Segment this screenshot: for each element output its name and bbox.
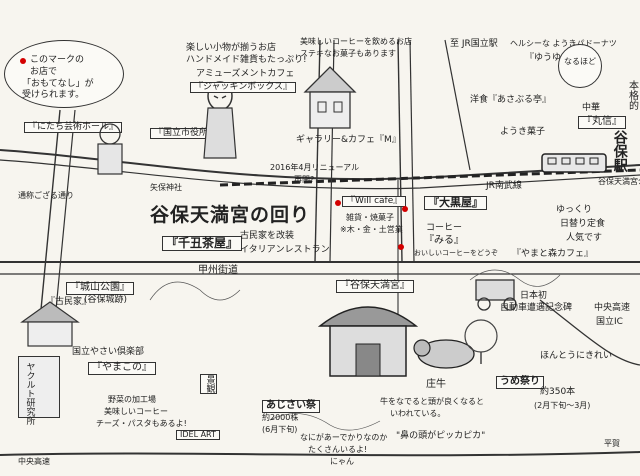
label-daikokuya: 『大黒屋』 bbox=[424, 196, 487, 210]
label-yasai-note1: 野菜の加工場 bbox=[108, 395, 156, 404]
label-kohi-miru-sub: おいしいコーヒーをどうぞ bbox=[414, 249, 498, 257]
legend-line4: 受けられます。 bbox=[22, 90, 85, 100]
label-amusement-kafe: アミューズメントカフェ bbox=[196, 69, 295, 79]
label-yukkuri-3: 人気です bbox=[566, 233, 603, 243]
label-yakuou-note: なにがあーでかりなのか bbox=[300, 433, 388, 442]
label-gogo-cafe-2: ステキなお菓子もあります bbox=[300, 49, 396, 58]
label-renewal-open: 再開? bbox=[294, 175, 315, 184]
label-yukkuri-2: 日替り定食 bbox=[560, 219, 606, 229]
label-cheap-goods-1: 楽しい小物が揃うお店 bbox=[186, 43, 277, 53]
label-senma-sub2: イタリアンレストラン bbox=[240, 245, 330, 255]
label-gogo-cafe-1: 美味しいコーヒーを飲めるお店 bbox=[300, 37, 412, 46]
label-chuo-expressway: 中央高速 bbox=[594, 303, 631, 313]
label-first-car: 日本初 bbox=[520, 291, 548, 301]
tree-icon bbox=[464, 319, 498, 364]
label-gyuu-note2: いわれている。 bbox=[390, 409, 446, 418]
label-hoshi-month: (6月下旬) bbox=[262, 425, 298, 434]
label-signature: 平賀 bbox=[604, 439, 620, 448]
label-kunitachi-ic: 国立IC bbox=[596, 317, 623, 327]
label-yakuou-note2: たくさんいるよ! bbox=[308, 445, 368, 454]
legend-line3: 「おもてなし」が bbox=[22, 79, 94, 89]
label-yakult: ヤクルト研究所 bbox=[24, 362, 35, 425]
label-kohi-miru: コーヒー bbox=[426, 223, 463, 233]
label-senma-sub1: 古民家を改装 bbox=[240, 231, 295, 241]
label-bakery: ようき菓子 bbox=[500, 127, 546, 137]
yakult-building-icon bbox=[18, 356, 60, 418]
label-yukkuri-1: ゆっくり bbox=[556, 205, 593, 215]
label-kohi-miru-name: 『みる』 bbox=[424, 235, 464, 246]
label-senmachaya: 『千丑茶屋』 bbox=[162, 236, 243, 251]
legend-line2: お店で bbox=[30, 67, 58, 77]
label-will-sub1: 雑貨・焼菓子 bbox=[346, 213, 394, 222]
cafe-house-icon bbox=[303, 66, 357, 129]
label-yasai-note3: チーズ・パスタもあるよ! bbox=[96, 419, 187, 428]
label-chuo-bottom: 中央高速 bbox=[18, 457, 50, 466]
label-kominka: 『古民家』 bbox=[46, 297, 92, 307]
label-nitachi-gallery: 『にたち芸術ホール』 bbox=[24, 122, 123, 134]
naruhodo-bubble bbox=[558, 44, 602, 88]
label-naruhodo: なるほど bbox=[564, 57, 596, 66]
label-gyuu-note1: 牛をなでると頭が良くなると bbox=[380, 397, 484, 406]
label-yuyu-1: ヘルシーな ようきパドーナツ bbox=[510, 39, 617, 48]
label-yaho-tenmangu: 『谷保天満宮』 bbox=[336, 280, 414, 293]
ox-statue-icon bbox=[413, 339, 475, 369]
label-yaho-kunitachi-park: 谷保天満宮公園 bbox=[598, 177, 640, 186]
kominka-house-icon bbox=[20, 301, 80, 347]
label-hoki: ほんとうにきれい bbox=[540, 351, 613, 361]
label-ume-period: (2月下旬〜3月) bbox=[534, 401, 591, 410]
label-cheap-goods-2: ハンドメイド雑貨もたっぷり! bbox=[186, 55, 307, 65]
label-ume-matsuri: うめ祭り bbox=[496, 376, 544, 389]
legend-bubble bbox=[4, 40, 124, 108]
label-will-sub2: ※木・金・土営業 bbox=[340, 225, 403, 234]
label-first-car-sub: 自動車遭遇記念碑 bbox=[500, 303, 573, 313]
label-yaho-shrine-north: 矢保神社 bbox=[150, 183, 182, 192]
label-will-cafe: 『Will cafe』 bbox=[342, 196, 407, 208]
label-keiken: 景観 bbox=[200, 374, 218, 394]
goblin-statue-icon bbox=[203, 81, 237, 159]
label-koshu-kaido: 甲州街道 bbox=[198, 265, 238, 276]
main-title: 谷保天満宮の回り bbox=[150, 204, 311, 226]
label-jr-nanbu: JR南武線 bbox=[486, 181, 522, 191]
label-gallery-cafe: ギャラリー&カフェ『M』 bbox=[296, 135, 401, 145]
label-idel-art: IDEL ART bbox=[176, 430, 220, 441]
label-yasai-note2: 美味しいコーヒー bbox=[104, 407, 168, 416]
marker-daikokuya-icon bbox=[402, 206, 408, 212]
label-yamato-kafe: 『やまと森カフェ』 bbox=[512, 249, 594, 259]
label-yoshoku: 洋食『あさぶる亭』 bbox=[470, 95, 552, 105]
label-chuka: 中華 bbox=[582, 103, 601, 113]
label-yuyu-2: 『ゆうゆう』 bbox=[525, 53, 580, 63]
marker-will-cafe-icon bbox=[335, 200, 341, 206]
label-gyuu: 庄牛 bbox=[426, 379, 446, 390]
label-jr-kunitachi: 至 JR国立駅 bbox=[450, 39, 498, 49]
legend-line1: このマークの bbox=[30, 55, 85, 65]
label-honsha-left: 本格的 bbox=[626, 80, 638, 110]
label-gyuu-note3: "鼻の頭がピッカピカ" bbox=[396, 431, 486, 441]
label-jouzan-park: 『城山公園』 bbox=[66, 282, 134, 295]
chef-figure-icon bbox=[97, 123, 123, 175]
shrine-icon bbox=[318, 306, 418, 377]
label-gozaru-street: 通称ござる通り bbox=[18, 191, 74, 200]
legend-marker-icon bbox=[20, 58, 26, 64]
vintage-car-icon bbox=[475, 279, 517, 311]
label-hoshi-matsuri: あじさい祭 bbox=[262, 400, 320, 413]
label-nyan: にゃん bbox=[330, 457, 354, 466]
label-yaho-station: 谷保駅 bbox=[611, 130, 628, 172]
label-ume-count: 約350本 bbox=[540, 387, 576, 397]
label-jack-box: 『ジャッキンボックス』 bbox=[190, 82, 297, 94]
label-yasai-koushou: 『やまこの』 bbox=[88, 362, 156, 375]
label-jouzan-sub: (谷保城跡) bbox=[84, 295, 128, 305]
label-hoshi-count: 約2000株 bbox=[262, 413, 299, 422]
marker-kohi-miru-icon bbox=[398, 244, 404, 250]
label-maruhirou: 『丸信』 bbox=[578, 116, 626, 129]
train-icon bbox=[541, 153, 607, 173]
label-yasai-club: 国立やさい倶楽部 bbox=[72, 347, 145, 357]
label-renewal-note: 2016年4月リニューアル bbox=[270, 163, 360, 172]
